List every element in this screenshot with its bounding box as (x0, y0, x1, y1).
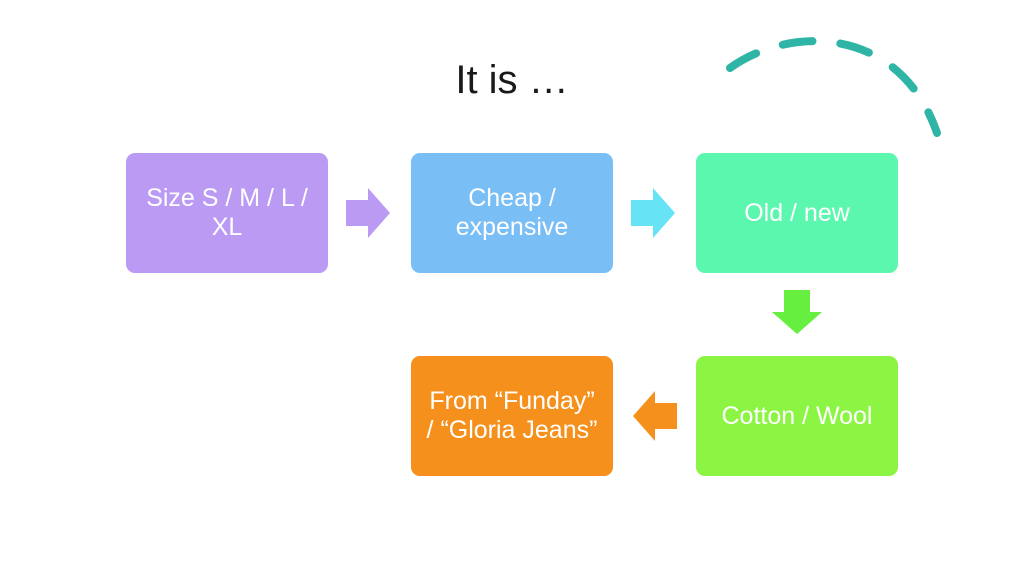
step-material-label: Cotton / Wool (721, 401, 873, 430)
step-store-label: From “Funday” / “Gloria Jeans” (426, 387, 598, 444)
slide-title: It is … (455, 58, 569, 102)
step-size-box: Size S / M / L / XL (126, 153, 328, 273)
step-material-box: Cotton / Wool (696, 356, 898, 476)
arrow-down-icon (772, 290, 822, 334)
step-size-label: Size S / M / L / XL (146, 184, 308, 241)
arrow-right-icon (631, 188, 675, 238)
arrow-right-icon (346, 188, 390, 238)
arrow-left-icon (633, 391, 677, 441)
step-store-box: From “Funday” / “Gloria Jeans” (411, 356, 613, 476)
step-price-label: Cheap / expensive (455, 184, 569, 241)
step-age-label: Old / new (744, 198, 850, 227)
step-age-box: Old / new (696, 153, 898, 273)
step-price-box: Cheap / expensive (411, 153, 613, 273)
